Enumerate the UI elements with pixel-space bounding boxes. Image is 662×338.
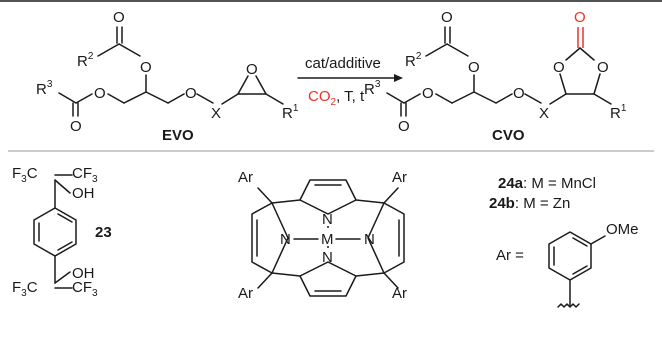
- ar-top-left: Ar: [238, 169, 253, 186]
- atom-x: X: [211, 105, 221, 122]
- atom-o: O: [70, 118, 82, 135]
- atom-o: O: [246, 61, 258, 78]
- atom-r3: R3: [364, 79, 381, 98]
- ar-bottom-left: Ar: [238, 285, 253, 302]
- catalyst-24b-line: 24b: M = Zn: [489, 195, 570, 212]
- atom-x: X: [539, 105, 549, 122]
- reactant-label: EVO: [162, 127, 194, 144]
- atom-o: O: [468, 59, 480, 76]
- catalyst-24a-line: 24a: M = MnCl: [498, 175, 596, 192]
- arrow-condition-bottom: CO2, T, t: [308, 88, 365, 108]
- oh-bottom-label: OH: [72, 265, 95, 282]
- atom-o: O: [553, 59, 565, 76]
- atom-o: O: [140, 59, 152, 76]
- cf3-bottom-label: CF3: [72, 279, 98, 299]
- atom-r3: R3: [36, 79, 53, 98]
- f3c-bottom-label: F3C: [12, 279, 38, 299]
- f3c-top-label: F3C: [12, 165, 38, 185]
- reaction-arrow: cat/additive CO2, T, t: [297, 55, 403, 108]
- atom-r2: R2: [77, 51, 94, 70]
- atom-o: O: [597, 59, 609, 76]
- catalyst-23: F3C CF3 OH 23 OH F3C CF3: [12, 165, 112, 299]
- ar-bottom-right: Ar: [392, 285, 407, 302]
- atom-r1: R1: [282, 103, 299, 122]
- atom-o: O: [422, 85, 434, 102]
- metal-m: M: [321, 231, 334, 248]
- ar-top-right: Ar: [392, 169, 407, 186]
- product-label: CVO: [492, 127, 525, 144]
- catalyst-24-definitions: 24a: M = MnCl 24b: M = Zn Ar = OMe: [489, 175, 639, 308]
- cf3-top-label: CF3: [72, 165, 98, 185]
- atom-o: O: [94, 85, 106, 102]
- atom-o: O: [398, 118, 410, 135]
- porphyrin-catalyst-24: Ar Ar Ar Ar N N N N M: [238, 169, 407, 302]
- atom-r1: R1: [610, 103, 627, 122]
- ar-definition-label: Ar =: [496, 247, 524, 264]
- n-right: N: [364, 231, 375, 248]
- atom-o: O: [113, 9, 125, 26]
- ome-label: OMe: [606, 221, 639, 238]
- atom-o-carbonyl: O: [574, 9, 586, 26]
- atom-o: O: [513, 85, 525, 102]
- atom-o: O: [185, 85, 197, 102]
- n-left: N: [280, 231, 291, 248]
- n-top: N: [322, 211, 333, 228]
- arrow-condition-top: cat/additive: [305, 55, 381, 72]
- catalyst-23-label: 23: [95, 224, 112, 241]
- oh-top-label: OH: [72, 185, 95, 202]
- atom-r2: R2: [405, 51, 422, 70]
- product-carbonated-oil: O R2 O O X O O O R1 O R3 O: [364, 9, 627, 144]
- atom-o: O: [441, 9, 453, 26]
- attachment-point-wavy: [557, 303, 580, 308]
- reactant-epoxidized-oil: O R2 O O X O R1 O R3 O EVO: [36, 9, 299, 144]
- n-bottom: N: [322, 249, 333, 266]
